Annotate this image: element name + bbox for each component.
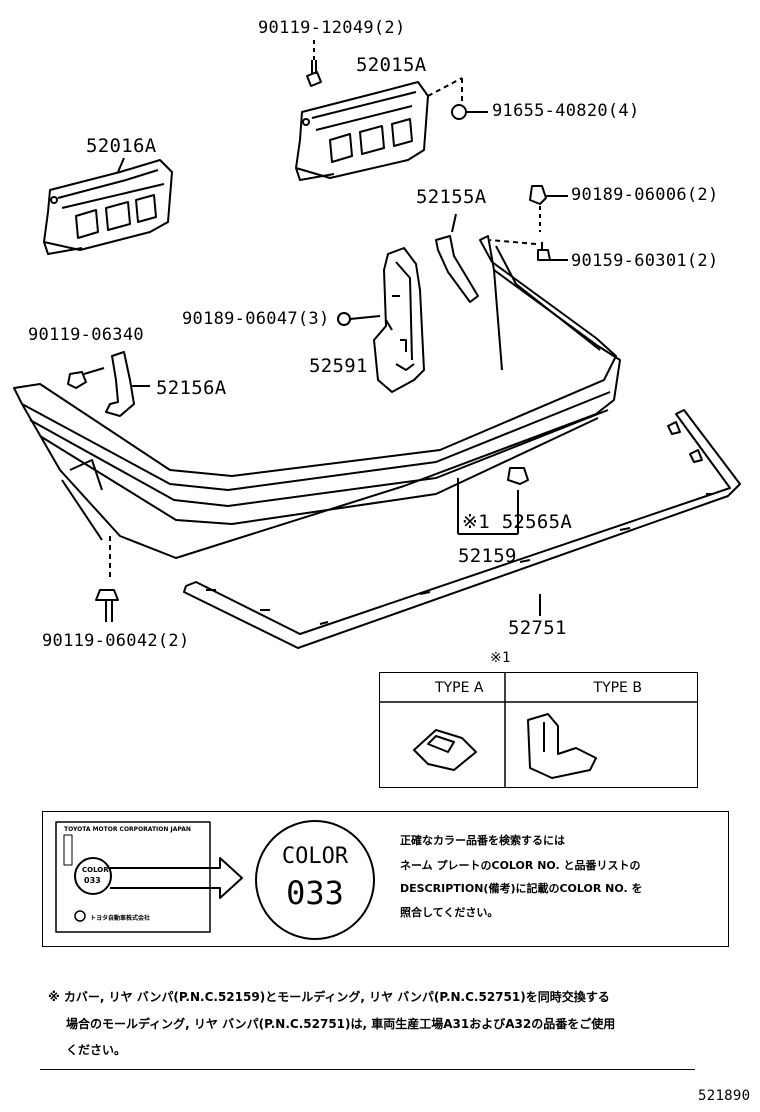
plate-color-word: COLOR — [82, 866, 109, 874]
plate-header: TOYOTA MOTOR CORPORATION JAPAN — [64, 826, 191, 833]
label-part-52751: 52751 — [508, 617, 567, 639]
figure-id: 521890 — [698, 1088, 751, 1104]
bracket-52156A — [105, 351, 150, 417]
color-note-line-2: ネーム プレートのCOLOR NO. と品番リストの — [400, 859, 641, 872]
bolt-90119-06340 — [67, 367, 105, 389]
color-note-line-3: DESCRIPTION(備考)に記載のCOLOR NO. を — [400, 882, 643, 895]
bracket-52015A — [295, 77, 463, 181]
clip-90189-06006 — [529, 185, 568, 232]
type-table-graphics — [379, 672, 697, 788]
color-code-circle: COLOR 033 — [255, 820, 375, 940]
label-part-90119-12049: 90119-12049(2) — [258, 18, 406, 38]
footnote-line-3: ください。 — [66, 1043, 127, 1057]
label-part-90119-06340: 90119-06340 — [28, 325, 144, 345]
moulding-52751 — [183, 409, 741, 649]
bottom-rule — [40, 1069, 695, 1070]
screw-90159-60301 — [489, 239, 568, 261]
bolt-90119-06042 — [95, 589, 119, 622]
label-part-91655-40820: 91655-40820(4) — [492, 101, 640, 121]
label-part-90159-60301: 90159-60301(2) — [571, 251, 719, 271]
bracket-52016A — [43, 157, 173, 255]
type-table: TYPE A TYPE B — [379, 672, 698, 788]
type-b-header: TYPE B — [593, 680, 642, 696]
leader-52159 — [457, 478, 519, 535]
bolt-90119-12049 — [306, 40, 322, 87]
color-note-box — [42, 811, 729, 947]
label-part-90189-06047: 90189-06047(3) — [182, 309, 330, 329]
clip-52565A — [507, 467, 529, 485]
footnote-line-2: 場合のモールディング, リヤ バンパ(P.N.C.52751)は, 車両生産工場… — [66, 1017, 616, 1031]
label-part-90189-06006: 90189-06006(2) — [571, 185, 719, 205]
color-code: 033 — [286, 874, 344, 912]
color-note-line-4: 照合してください。 — [400, 906, 499, 919]
label-part-52016A: 52016A — [86, 135, 157, 157]
name-plate-graphic — [55, 821, 243, 933]
color-word: COLOR — [281, 844, 349, 869]
type-table-ref-mark: ※1 — [490, 650, 511, 666]
nut-91655-40820 — [451, 104, 488, 120]
label-part-52591: 52591 — [309, 355, 368, 377]
clip-90189-06047 — [337, 312, 381, 326]
label-part-52015A: 52015A — [356, 54, 427, 76]
bracket-52591 — [373, 247, 425, 393]
label-part-52155A: 52155A — [416, 186, 487, 208]
label-part-52156A: 52156A — [156, 377, 227, 399]
footnote-line-1: ※ カバー, リヤ バンパ(P.N.C.52159)とモールディング, リヤ バ… — [48, 990, 610, 1004]
label-part-52565A: ※1 52565A — [462, 511, 573, 533]
plate-footer: トヨタ自動車株式会社 — [90, 915, 151, 922]
retainer-52155A — [435, 213, 479, 303]
label-part-90119-06042: 90119-06042(2) — [42, 631, 190, 651]
type-a-header: TYPE A — [435, 680, 484, 696]
bumper-cover-52159 — [13, 235, 621, 580]
label-part-52159: 52159 — [458, 545, 517, 567]
plate-color-code: 033 — [84, 876, 101, 885]
color-note-line-1: 正確なカラー品番を検索するには — [400, 834, 565, 847]
